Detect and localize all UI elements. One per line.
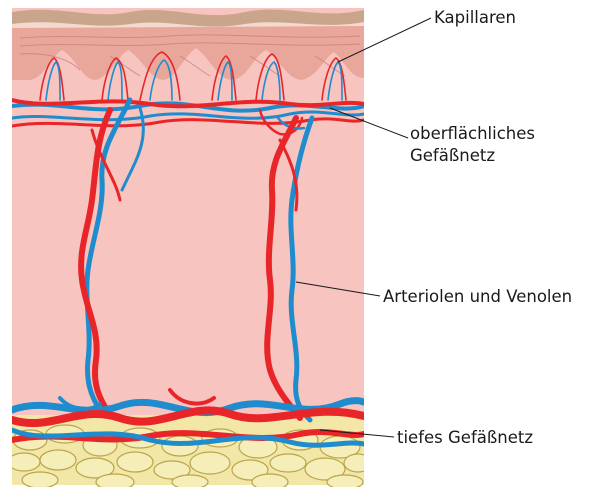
label-oberflaechliches-gefaessnetz: oberflächliches Gefäßnetz [410,123,535,167]
label-arteriolen-und-venolen: Arteriolen und Venolen [383,286,572,308]
label-oberflaechliches-line1: oberflächliches [410,123,535,145]
label-oberflaechliches-line2: Gefäßnetz [410,145,535,167]
label-kapillaren: Kapillaren [434,7,516,29]
label-tiefes-gefaessnetz: tiefes Gefäßnetz [397,427,533,449]
